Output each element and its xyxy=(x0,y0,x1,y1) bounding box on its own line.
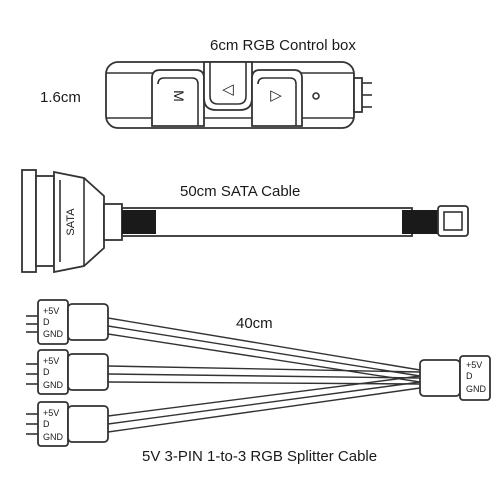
splitter-wires xyxy=(107,317,421,433)
input-pin-label-gnd: GND xyxy=(466,384,487,394)
pin-label-d: D xyxy=(43,317,50,327)
input-connector: +5V D GND xyxy=(419,355,491,401)
output-connector-2: +5V D GND xyxy=(26,349,109,395)
splitter-caption: 5V 3-PIN 1-to-3 RGB Splitter Cable xyxy=(142,448,377,465)
mode-button-label: M xyxy=(171,90,187,102)
sata-cable-sleeve-left xyxy=(122,210,156,234)
right-arrow-icon: ▷ xyxy=(270,87,282,104)
input-pin-label-5v: +5V xyxy=(466,360,482,370)
sata-connector-label: SATA xyxy=(65,208,77,236)
control-box-pins xyxy=(353,77,372,113)
sata-cable-jacket xyxy=(121,207,413,237)
control-box-title: 6cm RGB Control box xyxy=(210,37,356,54)
input-pin-label-d: D xyxy=(466,371,473,381)
pin-label-gnd: GND xyxy=(43,329,64,339)
left-arrow-icon: ◁ xyxy=(222,81,234,98)
pin-label-d: D xyxy=(43,367,50,377)
sata-connector: SATA xyxy=(21,169,123,274)
control-box-height-label: 1.6cm xyxy=(40,89,81,106)
pin-label-5v: +5V xyxy=(43,306,59,316)
next-button[interactable]: ▷ xyxy=(251,69,303,127)
sata-cable-plug xyxy=(437,205,469,237)
mode-button[interactable]: M xyxy=(151,69,205,127)
splitter-length-label: 40cm xyxy=(236,315,273,332)
sata-cable: 50cm SATA Cable SATA xyxy=(21,169,469,274)
pin-label-5v: +5V xyxy=(43,408,59,418)
pin-label-5v: +5V xyxy=(43,356,59,366)
rgb-control-box: 6cm RGB Control box 1.6cm M ◁ xyxy=(40,37,372,129)
pin-label-d: D xyxy=(43,419,50,429)
sata-cable-sleeve-right xyxy=(402,210,438,234)
splitter-cable: 40cm +5V D GND +5V D GND xyxy=(26,299,491,465)
pin-label-gnd: GND xyxy=(43,380,64,390)
pin-label-gnd: GND xyxy=(43,432,64,442)
output-connector-3: +5V D GND xyxy=(26,401,109,447)
previous-button[interactable]: ◁ xyxy=(203,61,253,111)
sata-cable-title: 50cm SATA Cable xyxy=(180,183,300,200)
output-connector-1: +5V D GND xyxy=(26,299,109,345)
indicator-dot-icon xyxy=(312,92,320,100)
